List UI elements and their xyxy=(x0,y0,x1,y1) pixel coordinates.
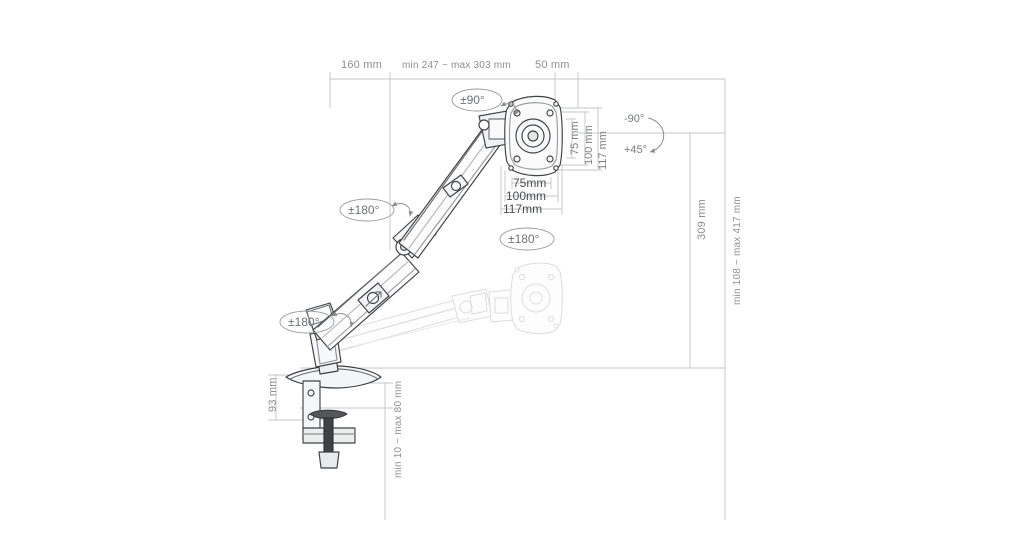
vesa-hole-bot-right xyxy=(546,155,554,163)
upper-arm-cable-ring xyxy=(450,180,462,192)
ghost-vesa-hole-tr xyxy=(547,273,555,281)
badge-ring-head-swivel xyxy=(499,227,555,251)
vesa-hole-bot-left xyxy=(513,155,521,163)
spring-adjuster-arrow xyxy=(365,292,381,307)
head-rotate-arrow xyxy=(500,101,520,116)
ghost-elbow-detail xyxy=(469,292,488,315)
badge-ring-head-rotate xyxy=(451,88,503,112)
dim-label-height-range: min 108 ~ max 417 mm xyxy=(732,196,743,305)
vesa-hole-top-right xyxy=(546,109,554,117)
spring-adjuster-arrowhead xyxy=(375,291,382,298)
vesa-label-horizontal-100: 100mm xyxy=(506,189,547,203)
clamp-bracket-hole-top xyxy=(307,389,315,397)
ghost-vesa-hub-inner xyxy=(529,291,543,305)
vesa-label-vertical-100: 100 mm xyxy=(583,125,595,165)
ghost-neck-slot xyxy=(494,297,509,314)
vesa-hole-corner-bl xyxy=(508,165,514,171)
vesa-hub-inner xyxy=(527,130,539,142)
ghost-vesa-hole-bl xyxy=(518,315,526,323)
angle-label-base-rotate: ±180° xyxy=(288,315,320,329)
dim-label-reach-base: 160 mm xyxy=(341,59,382,71)
angle-label-head-swivel: ±180° xyxy=(508,232,540,246)
dim-label-reach-extend: min 247 ~ max 303 mm xyxy=(402,60,511,71)
vesa-plate-inner-edge xyxy=(508,102,559,170)
vesa-hole-corner-tr xyxy=(553,101,559,107)
clamp-screw-pad xyxy=(309,409,348,420)
spring-adjuster-screw xyxy=(366,291,380,305)
dim-label-desk-thickness: min 10 ~ max 80 mm xyxy=(393,380,404,478)
upper-arm-bottom-edge xyxy=(414,139,501,255)
vesa-label-horizontal-75: 75mm xyxy=(513,176,547,190)
ghost-vesa-hole-tl2 xyxy=(514,267,520,273)
dim-label-clamp-height: 93 mm xyxy=(267,377,279,412)
upper-arm-top-edge xyxy=(403,125,487,241)
vesa-hole-corner-br xyxy=(553,165,559,171)
ghost-vesa-hole-br2 xyxy=(553,323,559,329)
angle-label-head-rotate: ±90° xyxy=(460,93,485,107)
ghost-spring-channel xyxy=(339,308,453,341)
dim-label-head-depth: 50 mm xyxy=(535,59,570,71)
vesa-label-horizontal-117: 117mm xyxy=(503,202,543,216)
base-rotate-arrow xyxy=(331,311,355,328)
ghost-arm-echo xyxy=(329,317,471,353)
vesa-label-vertical-75: 75 mm xyxy=(569,121,581,155)
elbow-swivel-arrow xyxy=(391,201,414,217)
ghost-vesa-hole-br xyxy=(547,315,555,323)
dim-label-height-span: 309 mm xyxy=(696,199,708,240)
ghost-vesa-hole-tl xyxy=(518,273,526,281)
tilt-arc xyxy=(647,117,665,153)
ghost-elbow-pivot xyxy=(459,300,473,314)
clamp-screw-knob xyxy=(318,451,340,469)
tilt-label-up: +45° xyxy=(624,144,648,156)
angle-label-elbow-swivel: ±180° xyxy=(348,203,380,217)
vesa-label-vertical-117: 117 mm xyxy=(597,131,609,170)
head-tilt-pivot xyxy=(478,119,490,131)
tilt-label-down: -90° xyxy=(624,113,645,125)
